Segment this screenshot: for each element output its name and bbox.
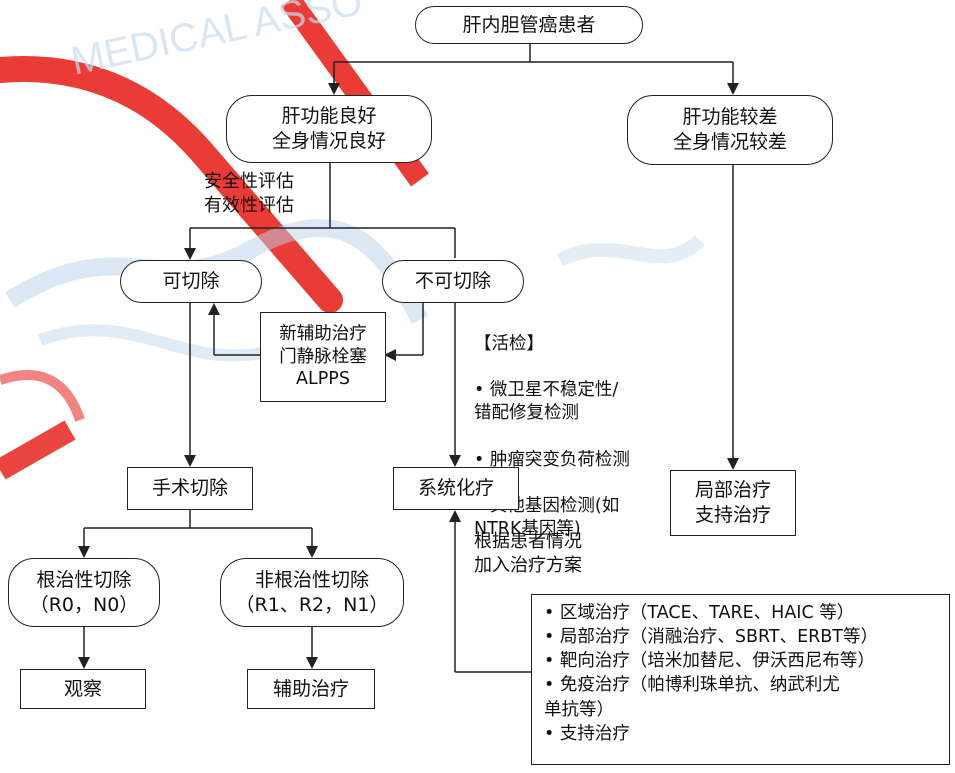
node-local-support-line1: 局部治疗 bbox=[694, 479, 771, 502]
node-surgery-label: 手术切除 bbox=[151, 477, 228, 500]
biopsy-item: • 肿瘤突变负荷检测 bbox=[474, 449, 630, 470]
plan-note: 根据患者情况 加入治疗方案 bbox=[474, 531, 582, 577]
option-item: • 免疫治疗（帕博利珠单抗、纳武利尤 单抗等） bbox=[544, 675, 840, 720]
option-item: • 靶向治疗（培米加替尼、伊沃西尼布等） bbox=[544, 651, 875, 672]
node-observe-label: 观察 bbox=[63, 677, 102, 700]
node-nonradical-resection: 非根治性切除 （R1、R2，N1） bbox=[220, 558, 404, 627]
biopsy-item: • 微卫星不稳定性/ 错配修复检测 bbox=[474, 380, 619, 424]
node-good-function-line2: 全身情况良好 bbox=[271, 130, 386, 152]
node-neoadjuvant-line3: ALPPS bbox=[296, 369, 350, 390]
option-item: • 局部治疗（消融治疗、SBRT、ERBT等） bbox=[544, 627, 878, 648]
node-resectable: 可切除 bbox=[120, 260, 262, 303]
node-surgery: 手术切除 bbox=[127, 467, 253, 510]
node-nonradical-resection-line1: 非根治性切除 bbox=[254, 568, 369, 591]
biopsy-title: 【活检】 bbox=[474, 334, 544, 355]
node-radical-resection-line1: 根治性切除 bbox=[36, 568, 132, 591]
node-systemic-chemo-label: 系统化疗 bbox=[417, 477, 494, 500]
node-poor-function-line1: 肝功能较差 bbox=[682, 106, 778, 129]
node-systemic-chemo: 系统化疗 bbox=[393, 467, 519, 510]
node-icc-patient-label: 肝内胆管癌患者 bbox=[462, 13, 596, 36]
node-local-support-line2: 支持治疗 bbox=[694, 504, 771, 526]
evaluation-note: 安全性评估 有效性评估 bbox=[204, 171, 294, 217]
treatment-options-box: • 区域治疗（TACE、TARE、HAIC 等） • 局部治疗（消融治疗、SBR… bbox=[531, 594, 950, 765]
node-icc-patient: 肝内胆管癌患者 bbox=[415, 6, 643, 44]
node-good-function-line1: 肝功能良好 bbox=[281, 105, 377, 128]
node-unresectable-label: 不可切除 bbox=[414, 270, 491, 293]
node-neoadjuvant-line1: 新辅助治疗 bbox=[279, 323, 367, 344]
node-poor-function-line2: 全身情况较差 bbox=[672, 131, 787, 153]
option-item: • 区域治疗（TACE、TARE、HAIC 等） bbox=[544, 603, 855, 623]
node-poor-function: 肝功能较差 全身情况较差 bbox=[627, 95, 833, 165]
biopsy-item: • 其他基因检测(如 NTRK基因等) bbox=[474, 495, 620, 539]
node-adjuvant: 辅助治疗 bbox=[247, 669, 375, 709]
node-resectable-label: 可切除 bbox=[162, 270, 220, 293]
node-observe: 观察 bbox=[20, 669, 146, 709]
node-unresectable: 不可切除 bbox=[382, 260, 524, 303]
node-local-support: 局部治疗 支持治疗 bbox=[670, 470, 796, 536]
node-good-function: 肝功能良好 全身情况良好 bbox=[226, 95, 432, 163]
node-neoadjuvant-line2: 门静脉栓塞 bbox=[279, 346, 367, 367]
node-radical-resection: 根治性切除 （R0，N0） bbox=[8, 558, 160, 627]
node-adjuvant-label: 辅助治疗 bbox=[272, 677, 349, 700]
node-nonradical-resection-line2: （R1、R2，N1） bbox=[235, 593, 389, 616]
node-radical-resection-line2: （R0，N0） bbox=[29, 593, 139, 616]
option-item: • 支持治疗 bbox=[544, 723, 630, 744]
node-neoadjuvant: 新辅助治疗 门静脉栓塞 ALPPS bbox=[260, 312, 386, 402]
biopsy-note: 【活检】 • 微卫星不稳定性/ 错配修复检测 • 肿瘤突变负荷检测 • 其他基因… bbox=[474, 310, 630, 564]
